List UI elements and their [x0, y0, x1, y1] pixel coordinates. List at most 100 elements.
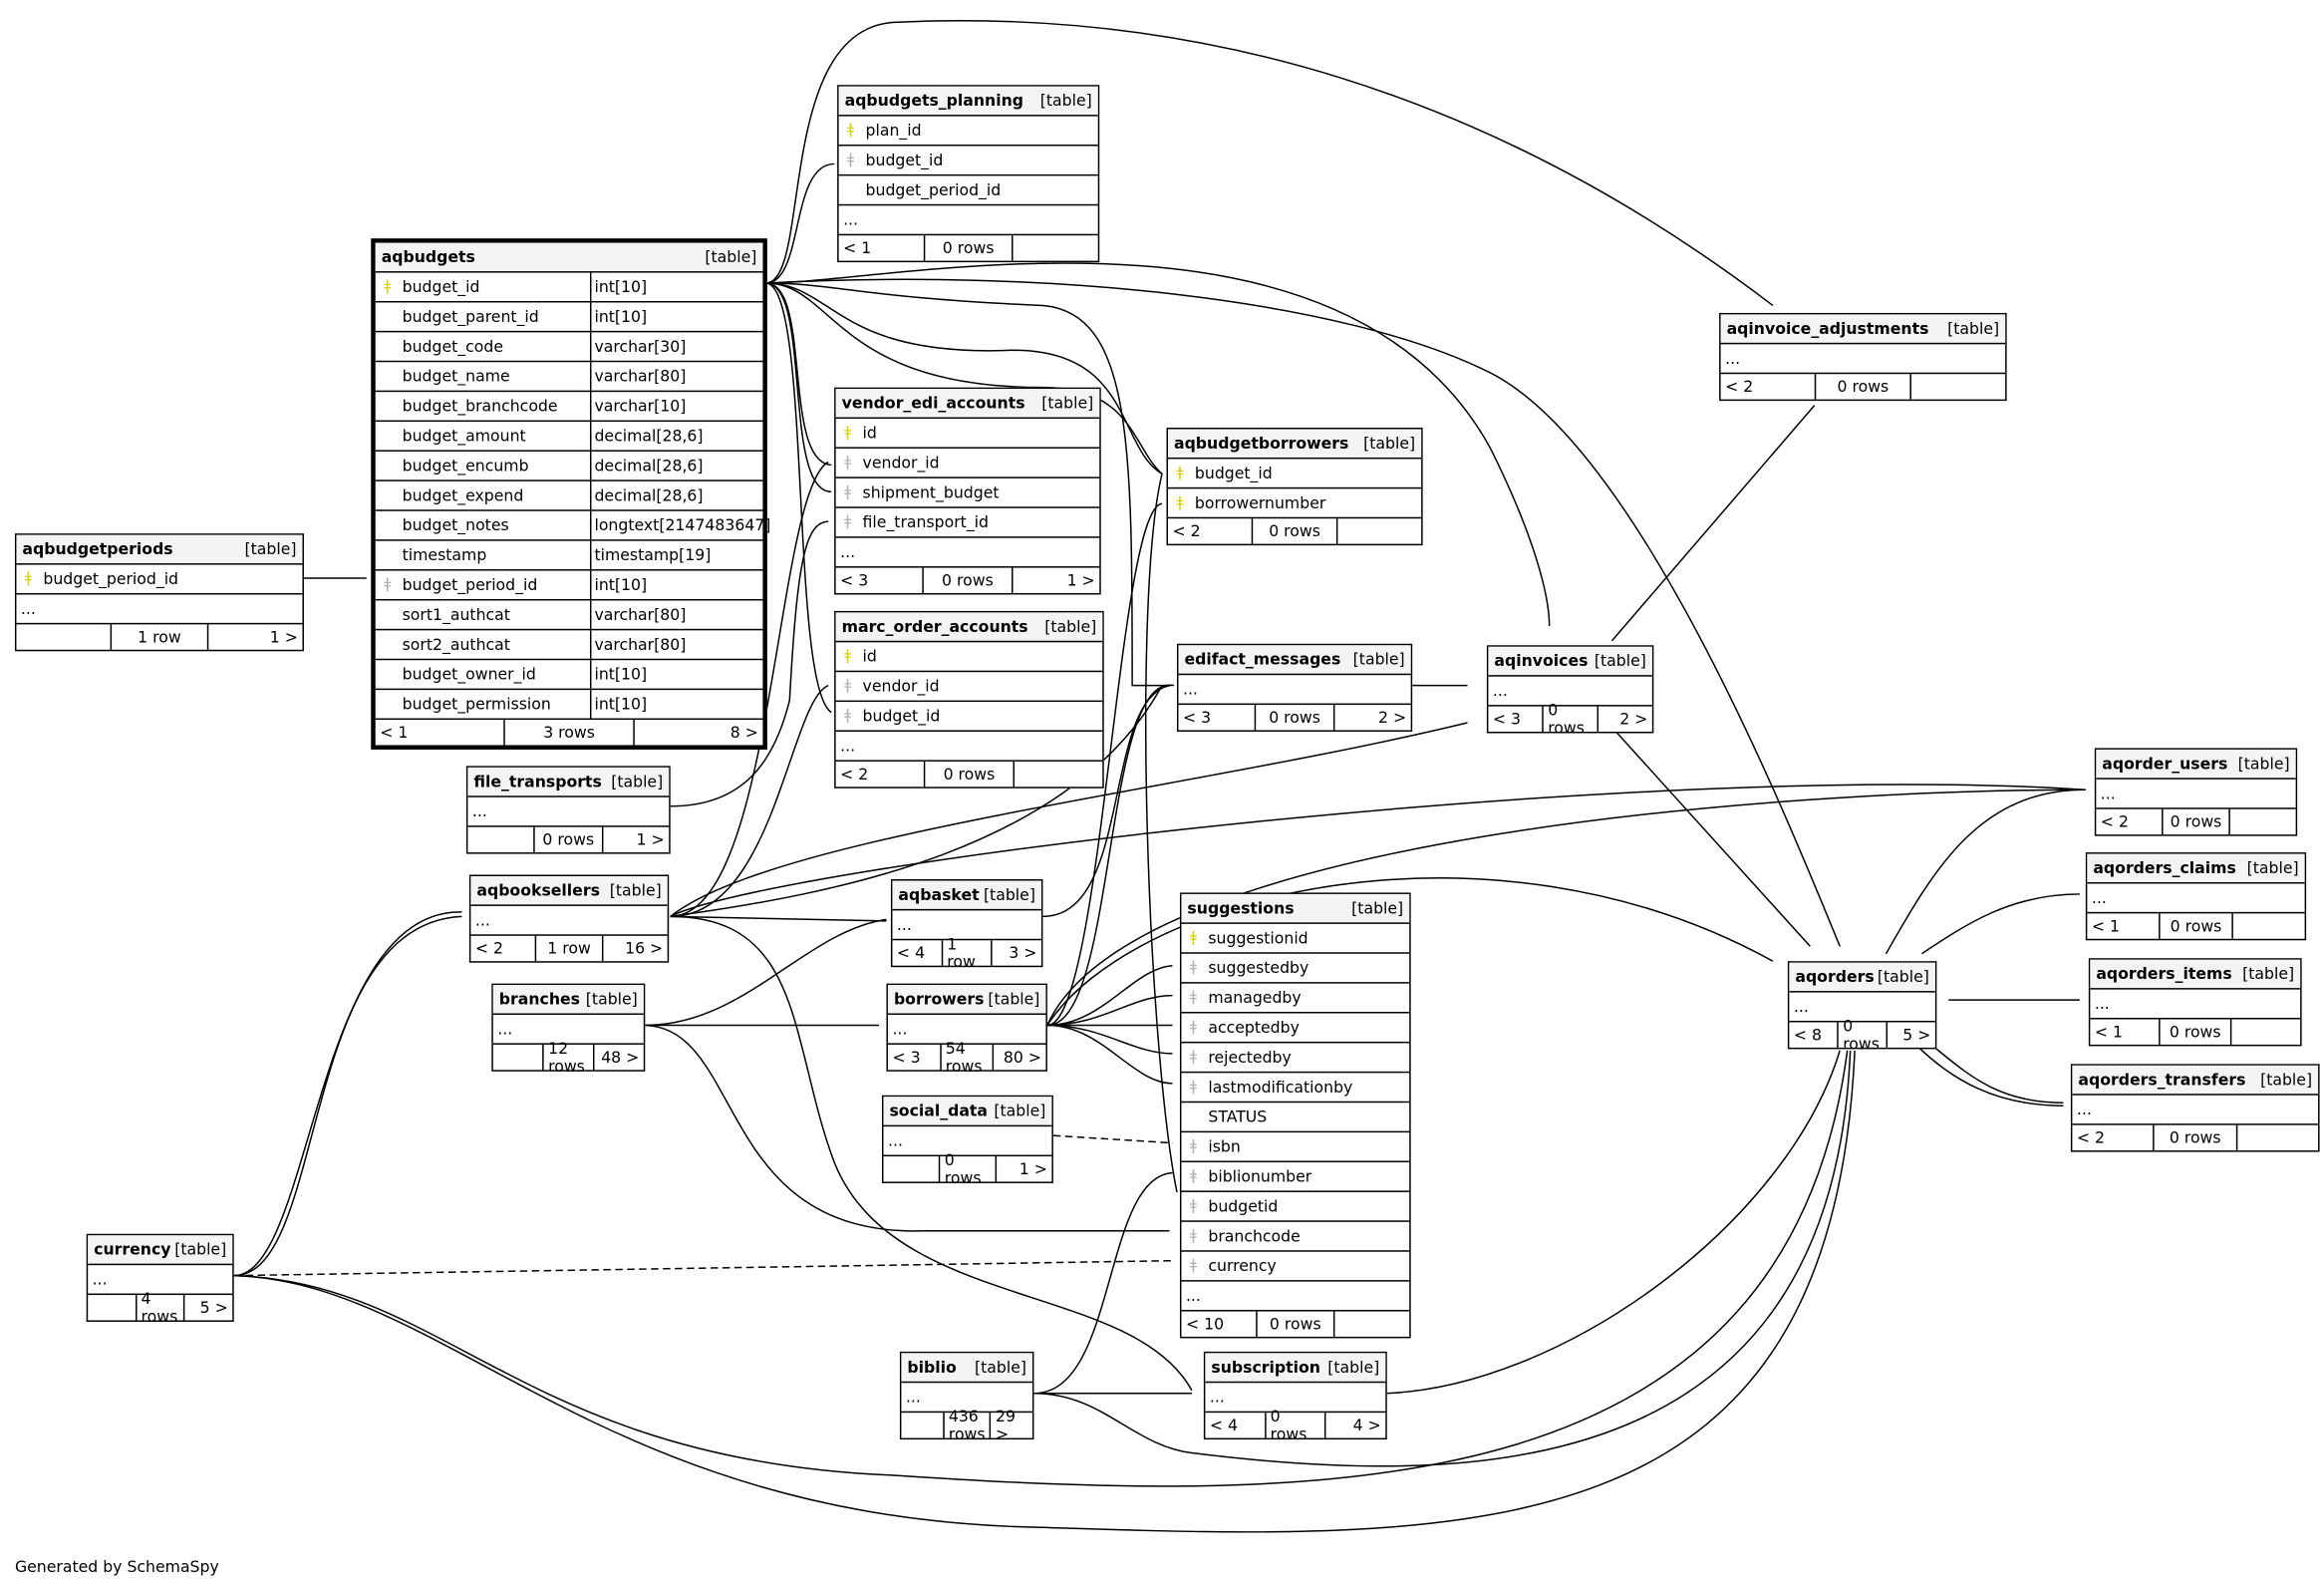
parents-count[interactable]: < 4 — [1209, 1416, 1239, 1434]
parents-count[interactable]: < 3 — [840, 571, 869, 590]
children-count[interactable]: 2 > — [1332, 705, 1410, 731]
table-name[interactable]: aqbudgets — [381, 247, 475, 266]
row-count[interactable]: 0 rows — [938, 1151, 996, 1187]
table-header[interactable]: aqorder_users[table] — [2096, 749, 2296, 780]
table-header[interactable]: aqbudgets[table] — [375, 242, 763, 273]
table-name[interactable]: aqinvoice_adjustments — [1726, 319, 1929, 338]
row-count[interactable]: 0 rows — [1255, 705, 1332, 731]
table-header[interactable]: file_transports[table] — [467, 767, 670, 797]
parents-count[interactable] — [16, 624, 111, 649]
table-header[interactable]: aqorders[table] — [1789, 962, 1935, 993]
parents-count[interactable]: < 3 — [892, 1048, 921, 1067]
more-columns[interactable]: ... — [1205, 1383, 1386, 1414]
parents-count[interactable] — [493, 1045, 542, 1070]
children-count[interactable]: 3 > — [991, 940, 1041, 966]
row-count[interactable]: 0 rows — [924, 235, 1011, 261]
row-count[interactable]: 1 row — [535, 935, 601, 962]
children-count[interactable]: 1 > — [1011, 567, 1100, 593]
table-name[interactable]: social_data — [889, 1102, 989, 1120]
row-count[interactable]: 0 rows — [533, 826, 602, 853]
table-header[interactable]: aqinvoices[table] — [1488, 646, 1652, 677]
parents-count[interactable]: < 2 — [474, 939, 504, 958]
row-count[interactable]: 3 rows — [503, 720, 633, 746]
parents-count[interactable]: < 3 — [1492, 710, 1522, 729]
table-name[interactable]: aqbasket — [898, 885, 980, 904]
table-name[interactable]: marc_order_accounts — [841, 617, 1028, 636]
more-columns[interactable]: ... — [2072, 1096, 2319, 1125]
more-columns[interactable]: ... — [1488, 677, 1652, 707]
children-count[interactable]: 16 > — [601, 935, 667, 962]
table-header[interactable]: edifact_messages[table] — [1178, 645, 1411, 676]
column-row[interactable]: STATUS — [1181, 1103, 1410, 1133]
children-count[interactable] — [2229, 1019, 2300, 1045]
children-count[interactable]: 1 > — [206, 624, 302, 650]
more-columns[interactable]: ... — [2096, 780, 2296, 809]
table-header[interactable]: borrowers[table] — [887, 985, 1046, 1016]
parents-count[interactable]: < 1 — [2091, 917, 2120, 936]
parents-count[interactable] — [467, 827, 533, 852]
more-columns[interactable]: ... — [470, 906, 668, 936]
children-count[interactable]: 1 > — [995, 1156, 1052, 1182]
table-name[interactable]: vendor_edi_accounts — [841, 394, 1025, 413]
parents-count[interactable]: < 10 — [1185, 1315, 1225, 1334]
table-name[interactable]: aqorders_items — [2096, 964, 2232, 983]
more-columns[interactable]: ... — [2090, 990, 2301, 1020]
children-count[interactable]: 48 > — [592, 1044, 644, 1071]
children-count[interactable] — [1909, 374, 2005, 400]
table-name[interactable]: aqorder_users — [2102, 755, 2228, 774]
table-header[interactable]: aqorders_claims[table] — [2087, 853, 2305, 884]
more-columns[interactable]: ... — [1181, 1282, 1410, 1312]
row-count[interactable]: 4 rows — [135, 1290, 184, 1326]
more-columns[interactable]: ... — [1789, 993, 1935, 1023]
table-header[interactable]: aqorders_transfers[table] — [2072, 1065, 2319, 1096]
parents-count[interactable]: < 1 — [2094, 1023, 2123, 1042]
children-count[interactable] — [1013, 761, 1103, 788]
children-count[interactable]: 1 > — [601, 826, 669, 853]
children-count[interactable]: 5 > — [183, 1295, 232, 1321]
row-count[interactable]: 436 rows — [942, 1408, 990, 1443]
table-name[interactable]: branches — [498, 990, 581, 1009]
parents-count[interactable]: < 1 — [380, 723, 409, 742]
table-name[interactable]: aqbooksellers — [476, 881, 600, 900]
table-header[interactable]: subscription[table] — [1205, 1353, 1386, 1384]
column-row[interactable]: budget_period_id — [838, 175, 1098, 206]
parents-count[interactable]: < 3 — [1182, 708, 1212, 727]
more-columns[interactable]: ... — [892, 910, 1041, 941]
table-header[interactable]: social_data[table] — [883, 1097, 1052, 1127]
table-name[interactable]: aqorders_transfers — [2078, 1071, 2246, 1090]
row-count[interactable]: 12 rows — [542, 1040, 593, 1076]
table-header[interactable]: vendor_edi_accounts[table] — [835, 389, 1100, 420]
more-columns[interactable]: ... — [887, 1015, 1046, 1045]
table-name[interactable]: file_transports — [473, 773, 602, 791]
row-count[interactable]: 0 rows — [1264, 1408, 1325, 1443]
children-count[interactable] — [1332, 1311, 1409, 1337]
row-count[interactable]: 0 rows — [1837, 1017, 1886, 1053]
